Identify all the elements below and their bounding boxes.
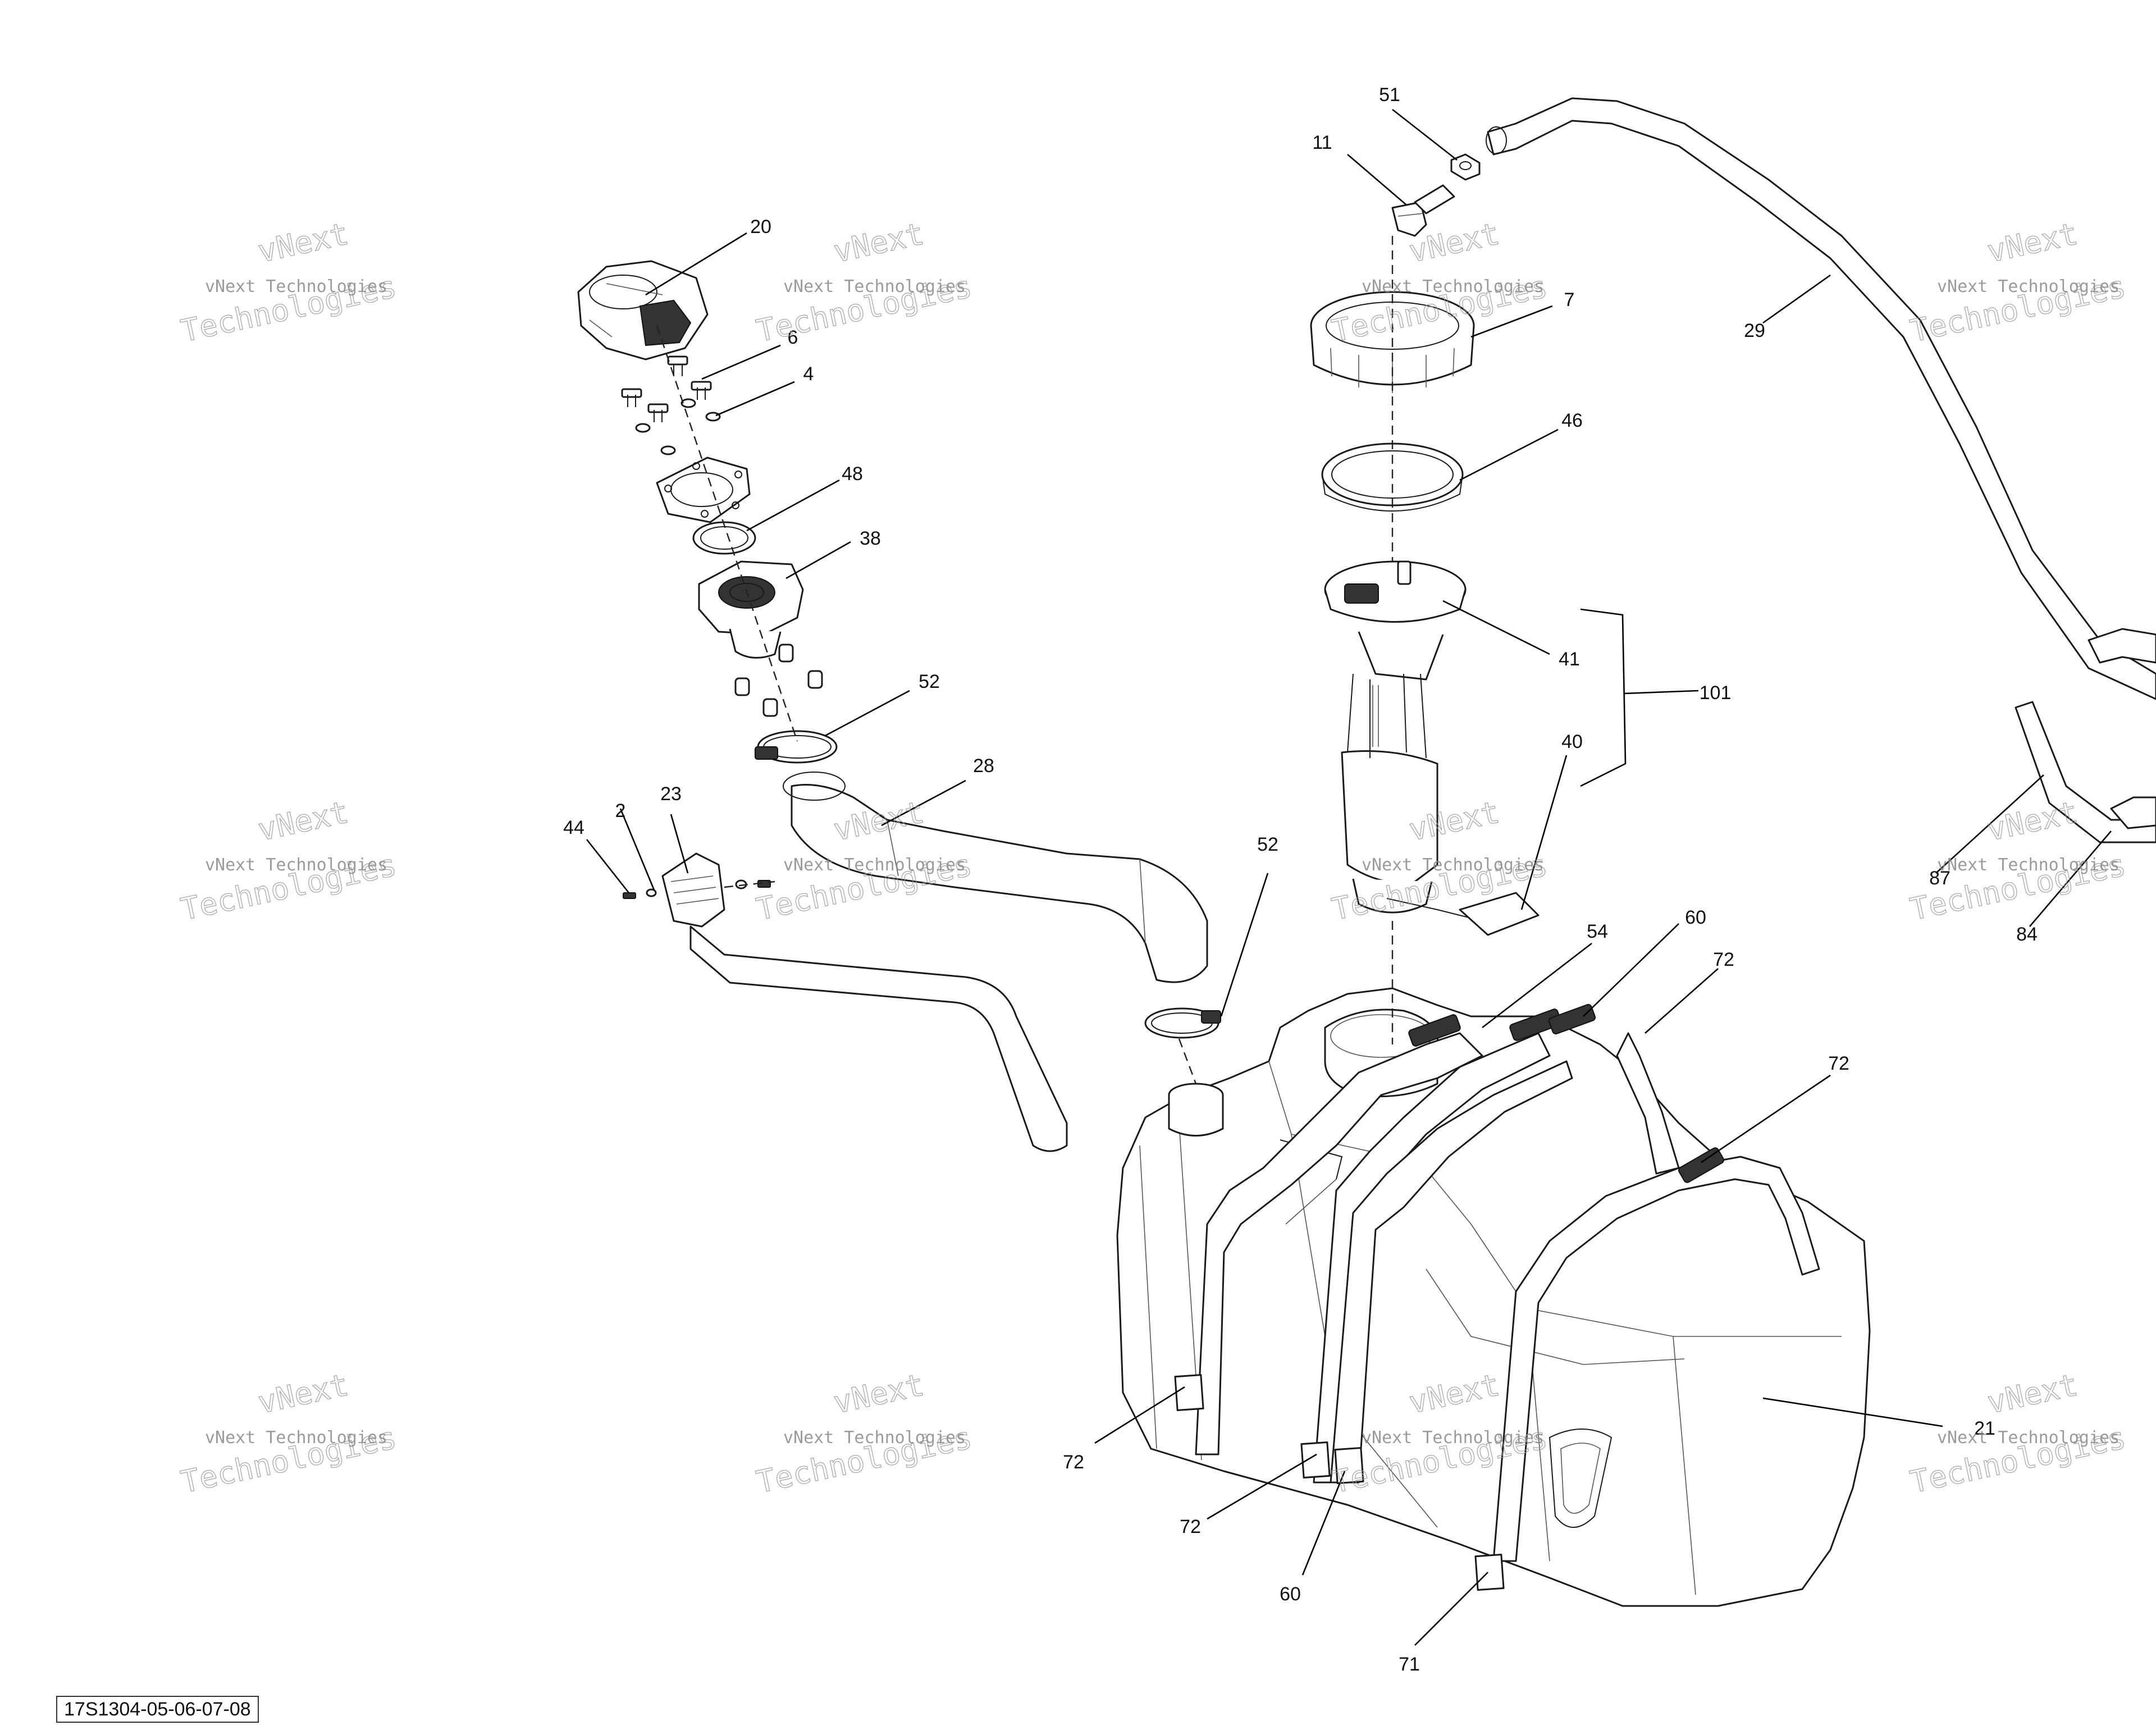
svg-text:vNext: vNext [1984, 794, 2081, 847]
svg-text:vNext Technologies: vNext Technologies [205, 1428, 387, 1448]
callout-41: 41 [1559, 649, 1580, 670]
svg-text:vNext Technologies: vNext Technologies [1937, 1428, 2120, 1448]
callout-6: 6 [788, 327, 798, 348]
callout-7: 7 [1564, 289, 1575, 311]
gasket-plate [656, 457, 751, 523]
watermark-12: Technologies vNext vNext Technologies [1907, 1367, 2129, 1500]
svg-text:vNext: vNext [830, 216, 927, 269]
mounting-screws [621, 355, 721, 455]
watermark-5: Technologies vNext vNext Technologies [177, 794, 400, 928]
vent-hose [1486, 97, 2156, 700]
grommets [734, 644, 823, 717]
hose-clamp-lower [1144, 1007, 1221, 1039]
vent-valve [661, 852, 725, 928]
watermark-2: Technologies vNext vNext Technologies [753, 216, 975, 349]
overflow-hose [2015, 628, 2156, 843]
fuel-cap [577, 260, 709, 360]
callout-40: 40 [1561, 731, 1583, 752]
strap-buckle [1300, 1441, 1331, 1479]
callout-72-b: 72 [1828, 1053, 1849, 1074]
callout-60-upper: 60 [1685, 907, 1706, 928]
vent-line [689, 925, 1068, 1152]
callout-44: 44 [563, 817, 584, 838]
callout-51: 51 [1379, 84, 1400, 106]
watermark-9: Technologies vNext vNext Technologies [177, 1367, 400, 1500]
svg-text:vNext Technologies: vNext Technologies [1937, 855, 2120, 875]
callout-87: 87 [1929, 868, 1951, 889]
callout-72-c: 72 [1063, 1452, 1084, 1473]
callout-labels: 51 11 20 7 29 6 4 46 48 38 41 101 52 40 … [563, 84, 2038, 1675]
o-ring [692, 521, 756, 555]
svg-text:vNext: vNext [255, 794, 351, 847]
filler-flange [698, 560, 804, 659]
callout-84: 84 [2016, 924, 2038, 945]
strap-latch [1408, 1014, 1461, 1047]
watermark-4: Technologies vNext vNext Technologies [1907, 216, 2129, 349]
filler-hose [783, 772, 1208, 983]
hex-nut [1450, 153, 1481, 181]
svg-text:vNext: vNext [1984, 216, 2081, 269]
callout-23: 23 [660, 783, 682, 805]
watermark-1: Technologies vNext vNext Technologies [177, 216, 400, 349]
callout-52-upper: 52 [919, 671, 940, 692]
strap-buckle [1334, 1446, 1364, 1485]
svg-text:vNext Technologies: vNext Technologies [783, 1428, 966, 1448]
watermark-10: Technologies vNext vNext Technologies [753, 1367, 975, 1500]
diagram-reference-code: 17S1304-05-06-07-08 [56, 1696, 259, 1723]
svg-text:vNext Technologies: vNext Technologies [1362, 1428, 1544, 1448]
tank-straps [1174, 1003, 1820, 1591]
callout-71: 71 [1399, 1654, 1420, 1675]
strap-latch [1678, 1147, 1724, 1183]
svg-text:vNext: vNext [255, 216, 351, 269]
callout-4: 4 [803, 363, 814, 385]
callout-72-d: 72 [1180, 1516, 1201, 1537]
watermark-6: Technologies vNext vNext Technologies [753, 794, 975, 928]
svg-text:vNext Technologies: vNext Technologies [1362, 855, 1544, 875]
fuel-pump-module [1324, 560, 1540, 936]
assembly-bracket [1580, 608, 1627, 787]
leader-lines [586, 108, 2112, 1646]
callout-28: 28 [973, 755, 994, 777]
strap-buckle [1174, 1373, 1204, 1412]
callout-48: 48 [842, 463, 863, 485]
svg-text:vNext Technologies: vNext Technologies [783, 855, 966, 875]
strap-buckle [1474, 1553, 1505, 1591]
svg-text:vNext Technologies: vNext Technologies [205, 855, 387, 875]
callout-52-lower: 52 [1257, 834, 1278, 855]
callout-72-a: 72 [1713, 949, 1734, 970]
callout-11: 11 [1312, 132, 1332, 153]
callout-60-lower: 60 [1280, 1583, 1301, 1605]
callout-2: 2 [615, 800, 626, 822]
strap-latch [1548, 1003, 1596, 1035]
callout-29: 29 [1744, 320, 1765, 341]
svg-text:vNext Technologies: vNext Technologies [205, 277, 387, 296]
callout-20: 20 [750, 216, 771, 238]
svg-text:vNext Technologies: vNext Technologies [1362, 277, 1544, 296]
callout-46: 46 [1561, 410, 1583, 431]
callout-54: 54 [1587, 921, 1608, 942]
elbow-fitting [1391, 184, 1455, 237]
callout-21: 21 [1974, 1418, 1995, 1439]
svg-text:vNext: vNext [1984, 1367, 2081, 1420]
svg-text:vNext: vNext [255, 1367, 351, 1420]
svg-text:vNext Technologies: vNext Technologies [1937, 277, 2120, 296]
callout-101: 101 [1700, 682, 1732, 704]
svg-text:vNext Technologies: vNext Technologies [783, 277, 966, 296]
hose-clamp-upper [755, 730, 838, 764]
callout-38: 38 [860, 528, 881, 549]
svg-text:vNext: vNext [830, 1367, 927, 1420]
alignment-lines [656, 236, 1394, 1084]
